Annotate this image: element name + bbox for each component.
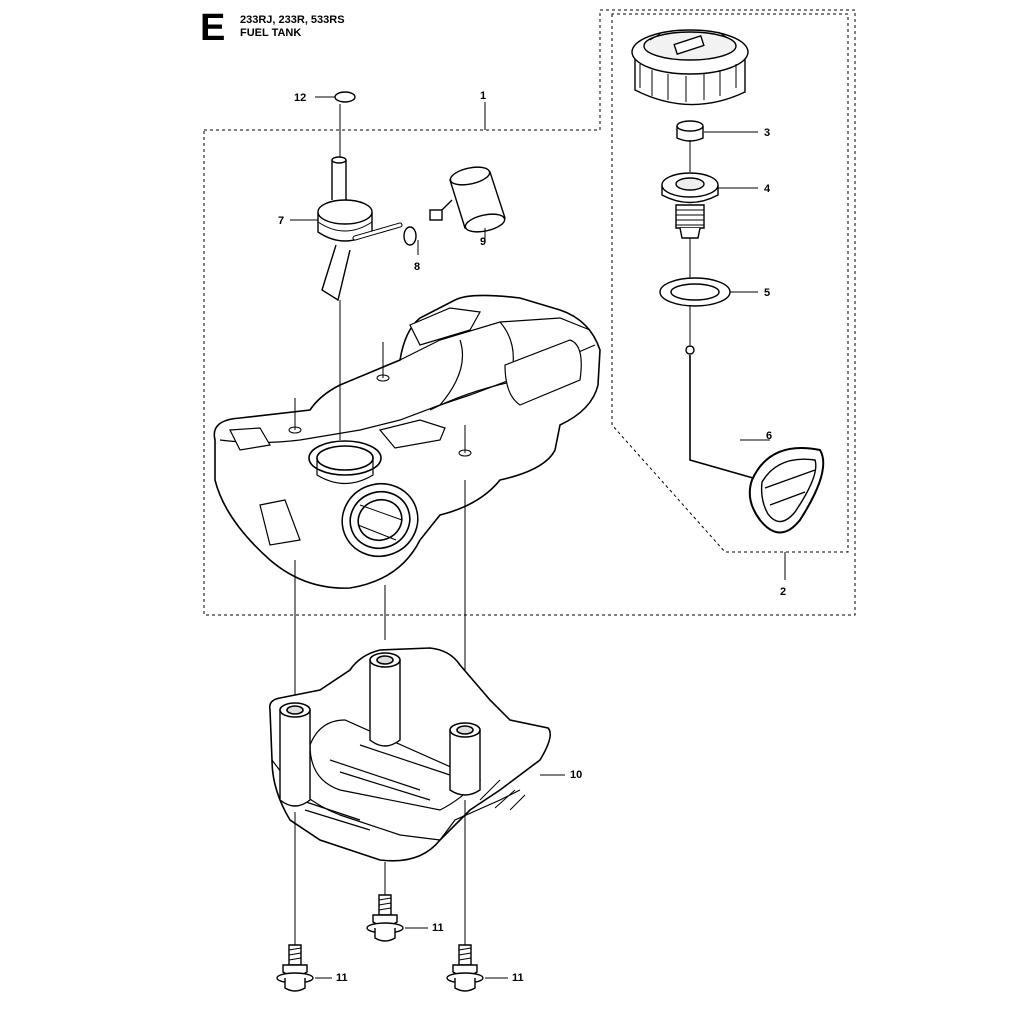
diagram-title: FUEL TANK	[240, 27, 302, 39]
callout-11-right: 11	[512, 972, 524, 984]
part-10-tank-guard	[268, 647, 551, 862]
assembly-1-boundary	[203, 9, 856, 616]
callout-7: 7	[278, 215, 285, 227]
callout-5: 5	[764, 287, 771, 299]
part-11-screw-middle	[366, 894, 404, 942]
assembly-2-boundary	[611, 13, 849, 553]
part-3-insert	[676, 120, 704, 142]
section-letter: E	[200, 7, 226, 49]
part-12-clip	[315, 91, 356, 103]
callout-3: 3	[764, 127, 771, 139]
part-8-clip	[403, 226, 417, 246]
part-7-grommet	[317, 156, 403, 302]
callout-1: 1	[480, 90, 487, 102]
part-11-screw-right	[446, 944, 484, 992]
part-11-screw-left	[276, 944, 314, 992]
model-list: 233RJ, 233R, 533RS	[240, 14, 345, 26]
callout-2: 2	[780, 586, 787, 598]
callout-9: 9	[480, 236, 487, 248]
fuel-cap	[631, 29, 749, 106]
callout-8: 8	[414, 261, 421, 273]
fuel-tank-body	[213, 294, 601, 589]
title-block: 233RJ, 233R, 533RS FUEL TANK	[240, 14, 345, 40]
callout-11-middle: 11	[432, 922, 444, 934]
callout-12: 12	[294, 92, 307, 104]
callout-6: 6	[766, 430, 773, 442]
part-4-valve	[661, 172, 719, 239]
part-9-fuel-filter	[429, 166, 506, 233]
callout-11-left: 11	[336, 972, 348, 984]
part-5-washer	[659, 277, 731, 307]
part-6-filter	[685, 345, 825, 534]
callout-4: 4	[764, 183, 771, 195]
callout-10: 10	[570, 769, 583, 781]
